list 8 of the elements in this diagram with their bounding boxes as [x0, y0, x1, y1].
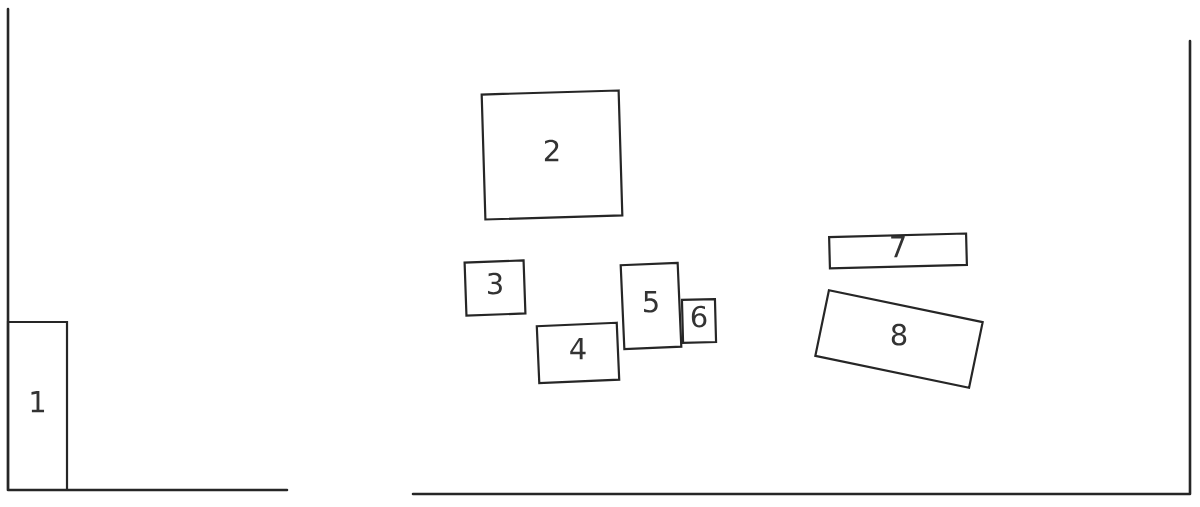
numbered-box: 2 [480, 89, 624, 221]
numbered-box: 4 [535, 321, 621, 385]
numbered-box: 7 [828, 232, 968, 270]
numbered-box: 6 [680, 297, 718, 345]
numbered-box: 5 [619, 261, 683, 351]
numbered-box: 3 [463, 259, 527, 317]
numbered-box: 1 [6, 320, 69, 492]
numbered-box: 8 [814, 288, 984, 389]
